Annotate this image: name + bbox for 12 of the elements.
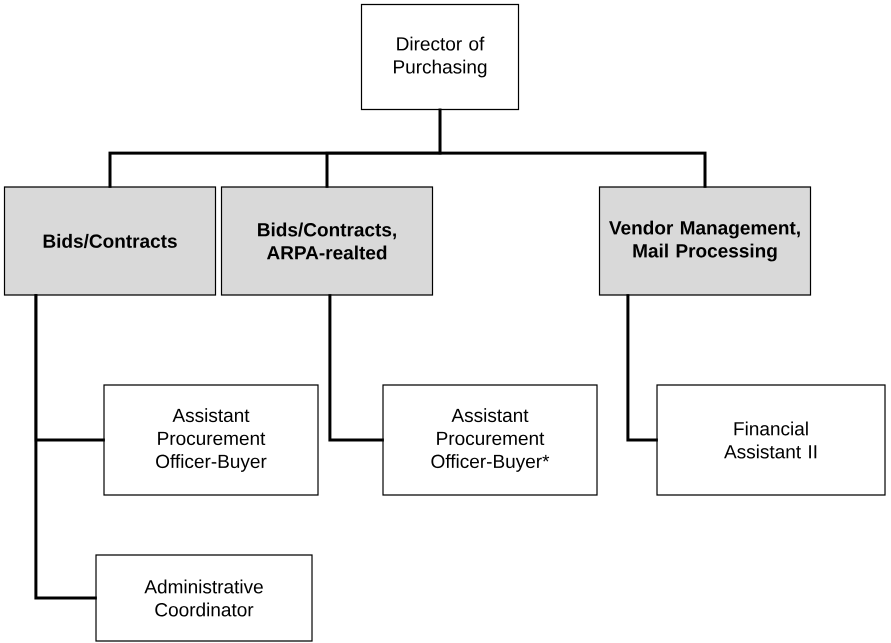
position-box: Administrative Coordinator	[95, 554, 313, 642]
section-box: Bids/Contracts, ARPA-realted	[220, 186, 434, 296]
position-box: Assistant Procurement Officer-Buyer*	[382, 384, 598, 496]
connector-line	[328, 294, 384, 442]
section-box: Bids/Contracts	[4, 186, 216, 296]
section-box: Vendor Management, Mail Processing	[598, 186, 812, 296]
connector-line	[626, 294, 658, 442]
connector-line	[34, 294, 97, 600]
connector-line	[438, 108, 706, 188]
position-box: Financial Assistant II	[656, 384, 886, 496]
position-box: Assistant Procurement Officer-Buyer	[103, 384, 319, 496]
position-box: Director of Purchasing	[360, 4, 520, 110]
